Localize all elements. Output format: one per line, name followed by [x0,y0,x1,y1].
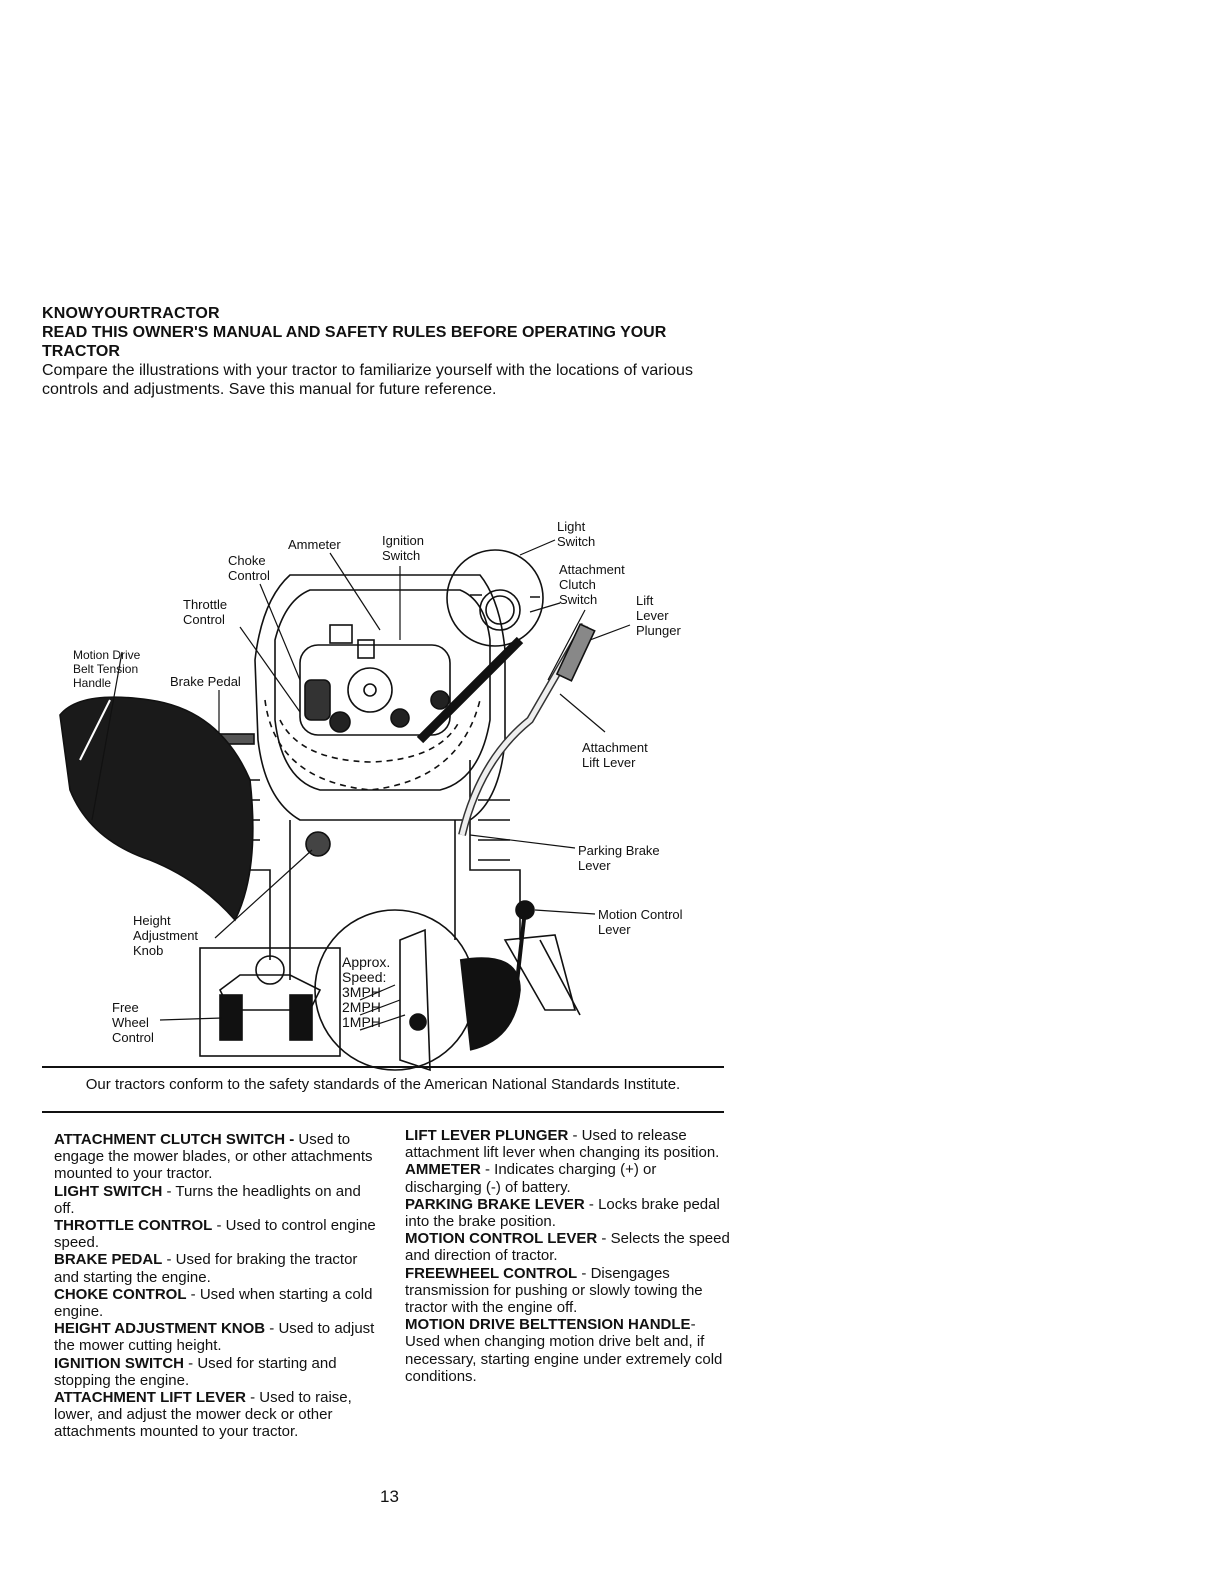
definition-item: AMMETER - Indicates charging (+) or disc… [405,1161,657,1196]
definition-item: HEIGHT ADJUSTMENT KNOB - Used to adjust … [54,1320,375,1355]
definition-item: LIFT LEVER PLUNGER - Used to release att… [405,1127,720,1162]
definition-item: LIGHT SWITCH - Turns the headlights on a… [54,1182,361,1217]
speed-inset-labels: Approx. Speed: 3MPH 2MPH 1MPH [342,954,391,1030]
definition-item: CHOKE CONTROL - Used when starting a col… [54,1285,373,1321]
definition-item: MOTION DRIVE BELTTENSION HANDLE-Used whe… [405,1316,723,1385]
definitions-left-column: ATTACHMENT CLUTCH SWITCH - Used to engag… [54,1131,384,1441]
intro-paragraph: Compare the illustrations with your trac… [42,362,693,398]
divider-bottom [42,1111,724,1113]
definition-item: FREEWHEEL CONTROL - Disengages transmiss… [405,1264,703,1317]
definition-item: ATTACHMENT LIFT LEVER - Used to raise, l… [54,1389,352,1441]
definition-item: IGNITION SWITCH - Used for starting and … [54,1354,337,1389]
divider-top [42,1066,724,1068]
definition-item: THROTTLE CONTROL - Used to control engin… [54,1217,376,1252]
definitions-right-column: LIFT LEVER PLUNGER - Used to release att… [405,1127,730,1385]
standards-note: Our tractors conform to the safety stand… [85,1076,681,1093]
definition-item: BRAKE PEDAL - Used for braking the tract… [54,1251,358,1286]
safety-subtitle: READ THIS OWNER'S MANUAL AND SAFETY RULE… [42,324,667,360]
definition-item: PARKING BRAKE LEVER - Locks brake pedal … [405,1195,720,1231]
label-ammeter: Ammeter [288,537,341,552]
page-number: 13 [380,1487,399,1506]
label-brake-pedal: Brake Pedal [170,674,241,689]
definition-item: ATTACHMENT CLUTCH SWITCH - Used to engag… [54,1131,373,1183]
definition-item: MOTION CONTROL LEVER - Selects the speed… [405,1230,730,1265]
section-title: KNOWYOURTRACTOR [42,305,220,322]
